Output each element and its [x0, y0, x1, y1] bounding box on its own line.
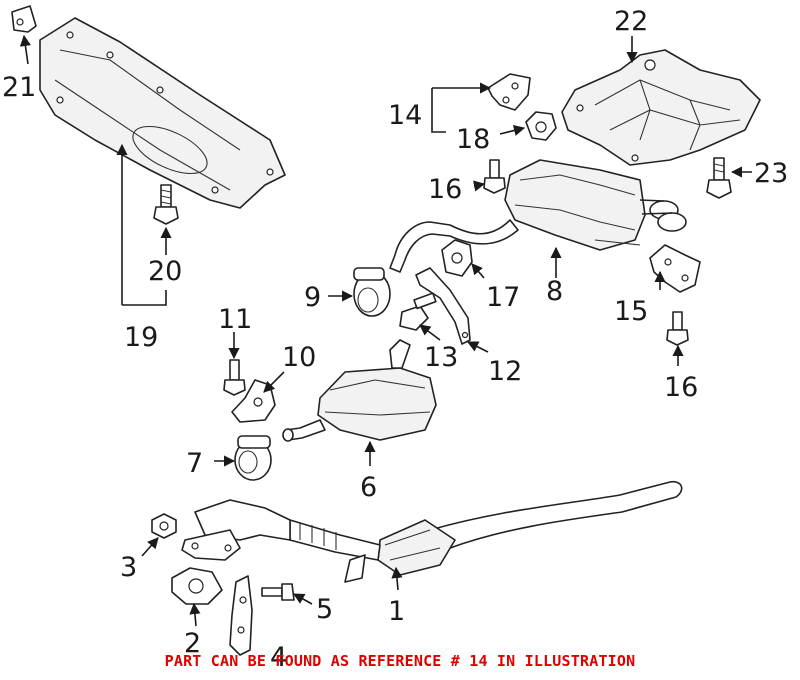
- callout-labels: 21 19 20 14 18 22 23 16 8 15 16 17 9 12 …: [2, 6, 788, 673]
- part-2-gasket: [171, 567, 223, 605]
- part-11-bolt: [223, 359, 246, 396]
- callout-13: 13: [424, 342, 458, 373]
- callout-23: 23: [754, 158, 788, 189]
- callout-18: 18: [456, 124, 490, 155]
- part-22-rear-heat-shield: [561, 49, 761, 166]
- callout-5: 5: [316, 594, 333, 625]
- callout-1: 1: [388, 596, 405, 627]
- callout-3: 3: [120, 552, 137, 583]
- part-1-catalytic-converter-pipe: [289, 480, 683, 583]
- part-15-bracket: [649, 244, 701, 293]
- callout-2: 2: [184, 628, 201, 659]
- callout-19: 19: [124, 322, 158, 353]
- part-17-hanger: [441, 239, 473, 277]
- callout-14: 14: [388, 100, 422, 131]
- part-16-bolt-lower: [666, 311, 689, 346]
- callout-17: 17: [486, 282, 520, 313]
- part-7-clamp: [234, 435, 272, 481]
- part-23-bolt: [706, 157, 732, 199]
- part-8-rear-muffler: [389, 159, 687, 273]
- part-19-front-heat-shield: [39, 17, 286, 209]
- callout-4: 4: [270, 642, 287, 673]
- turbo-outlet-pipe: [181, 499, 291, 561]
- part-20-bolt: [153, 184, 179, 225]
- leader-lines: [19, 34, 752, 627]
- callout-11: 11: [218, 304, 252, 335]
- part-4-bracket: [229, 575, 253, 656]
- callout-16-upper: 16: [428, 174, 462, 205]
- callout-22: 22: [614, 6, 648, 37]
- part-9-clamp: [353, 267, 391, 317]
- part-21-clip: [11, 5, 37, 33]
- callout-15: 15: [614, 296, 648, 327]
- reference-note: PART CAN BE FOUND AS REFERENCE # 14 IN I…: [164, 652, 636, 670]
- part-3-nut: [151, 513, 177, 539]
- part-16-bolt-upper: [483, 159, 506, 194]
- part-6-center-muffler: [282, 339, 437, 442]
- callout-16-lower: 16: [664, 372, 698, 403]
- callout-9: 9: [304, 282, 321, 313]
- part-18-rubber-hanger: [525, 111, 557, 141]
- part-12-strap-bracket: [415, 267, 471, 345]
- part-14-bracket: [487, 73, 531, 111]
- callout-12: 12: [488, 356, 522, 387]
- part-13-bolt: [399, 292, 437, 331]
- callout-21: 21: [2, 72, 36, 103]
- callout-6: 6: [360, 472, 377, 503]
- callout-20: 20: [148, 256, 182, 287]
- part-5-bolt: [261, 583, 295, 601]
- callout-8: 8: [546, 276, 563, 307]
- callout-7: 7: [186, 448, 203, 479]
- callout-10: 10: [282, 342, 316, 373]
